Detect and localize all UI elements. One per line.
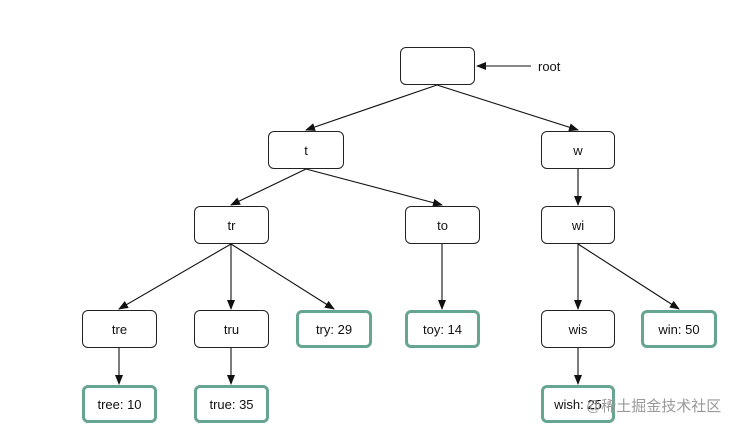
node-root [400,47,475,85]
node-tr: tr [194,206,269,244]
edge-t-tr [230,168,307,206]
node-wis: wis [541,310,615,348]
edge-root-t [305,84,438,131]
node-tre: tre [82,310,157,348]
node-win-terminal: win: 50 [641,310,717,348]
node-try-terminal: try: 29 [296,310,372,348]
node-tree-terminal: tree: 10 [82,385,157,423]
node-toy-terminal: toy: 14 [405,310,480,348]
edge-t-to [305,168,443,207]
edge-wi-win [577,243,680,310]
root-annotation: root [538,59,561,74]
edge-tr-tre [118,243,232,310]
node-true-terminal: true: 35 [194,385,269,423]
watermark: @稀土掘金技术社区 [586,398,722,415]
node-t: t [268,131,344,169]
node-tru: tru [194,310,269,348]
node-to: to [405,206,480,244]
edge-root-w [436,84,579,132]
node-w: w [541,131,615,169]
node-wish-terminal: wish: 25 [541,385,615,423]
node-wi: wi [541,206,615,244]
edge-tr-try [230,243,335,310]
